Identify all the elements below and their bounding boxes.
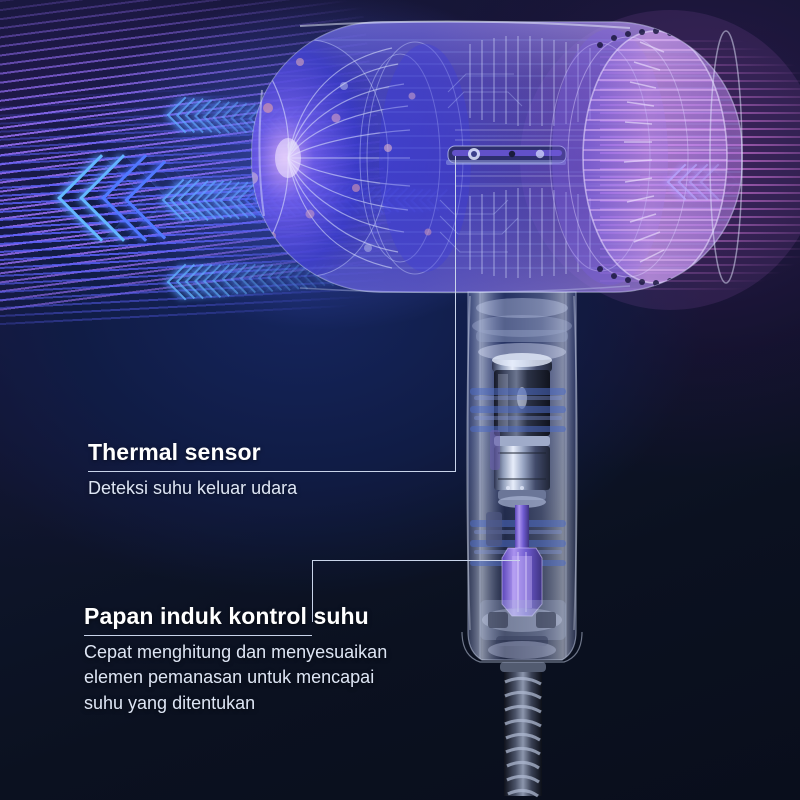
callout-board-rule [84,634,312,636]
callout-board-body-line-1: Cepat menghitung dan menyesuaikan [84,641,388,662]
control-board-component [501,547,543,617]
callout-board-body-line-3: suhu yang ditentukan [84,692,256,713]
callout-thermal-body-line-1: Deteksi suhu keluar udara [88,477,298,498]
thermal-sensor-component [446,145,567,165]
power-cord [500,662,546,798]
callout-board-title: Papan induk kontrol suhu [84,603,369,629]
nozzle-rings [549,28,728,286]
callout-board-body: Cepat menghitung dan menyesuaikan elemen… [84,640,456,717]
callout-thermal-sensor: Thermal sensor Deteksi suhu keluar udara [88,439,456,502]
impeller-assembly [252,39,471,277]
dryer-handle [461,291,583,663]
callout-board-body-line-2: elemen pemanasan untuk mencapai [84,667,375,688]
callout-control-board: Papan induk kontrol suhu Cepat menghitun… [84,603,456,717]
dryer-barrel [251,20,743,294]
callout-thermal-body: Deteksi suhu keluar udara [88,476,456,502]
callout-thermal-title: Thermal sensor [88,439,261,465]
callout-thermal-rule [88,470,456,472]
